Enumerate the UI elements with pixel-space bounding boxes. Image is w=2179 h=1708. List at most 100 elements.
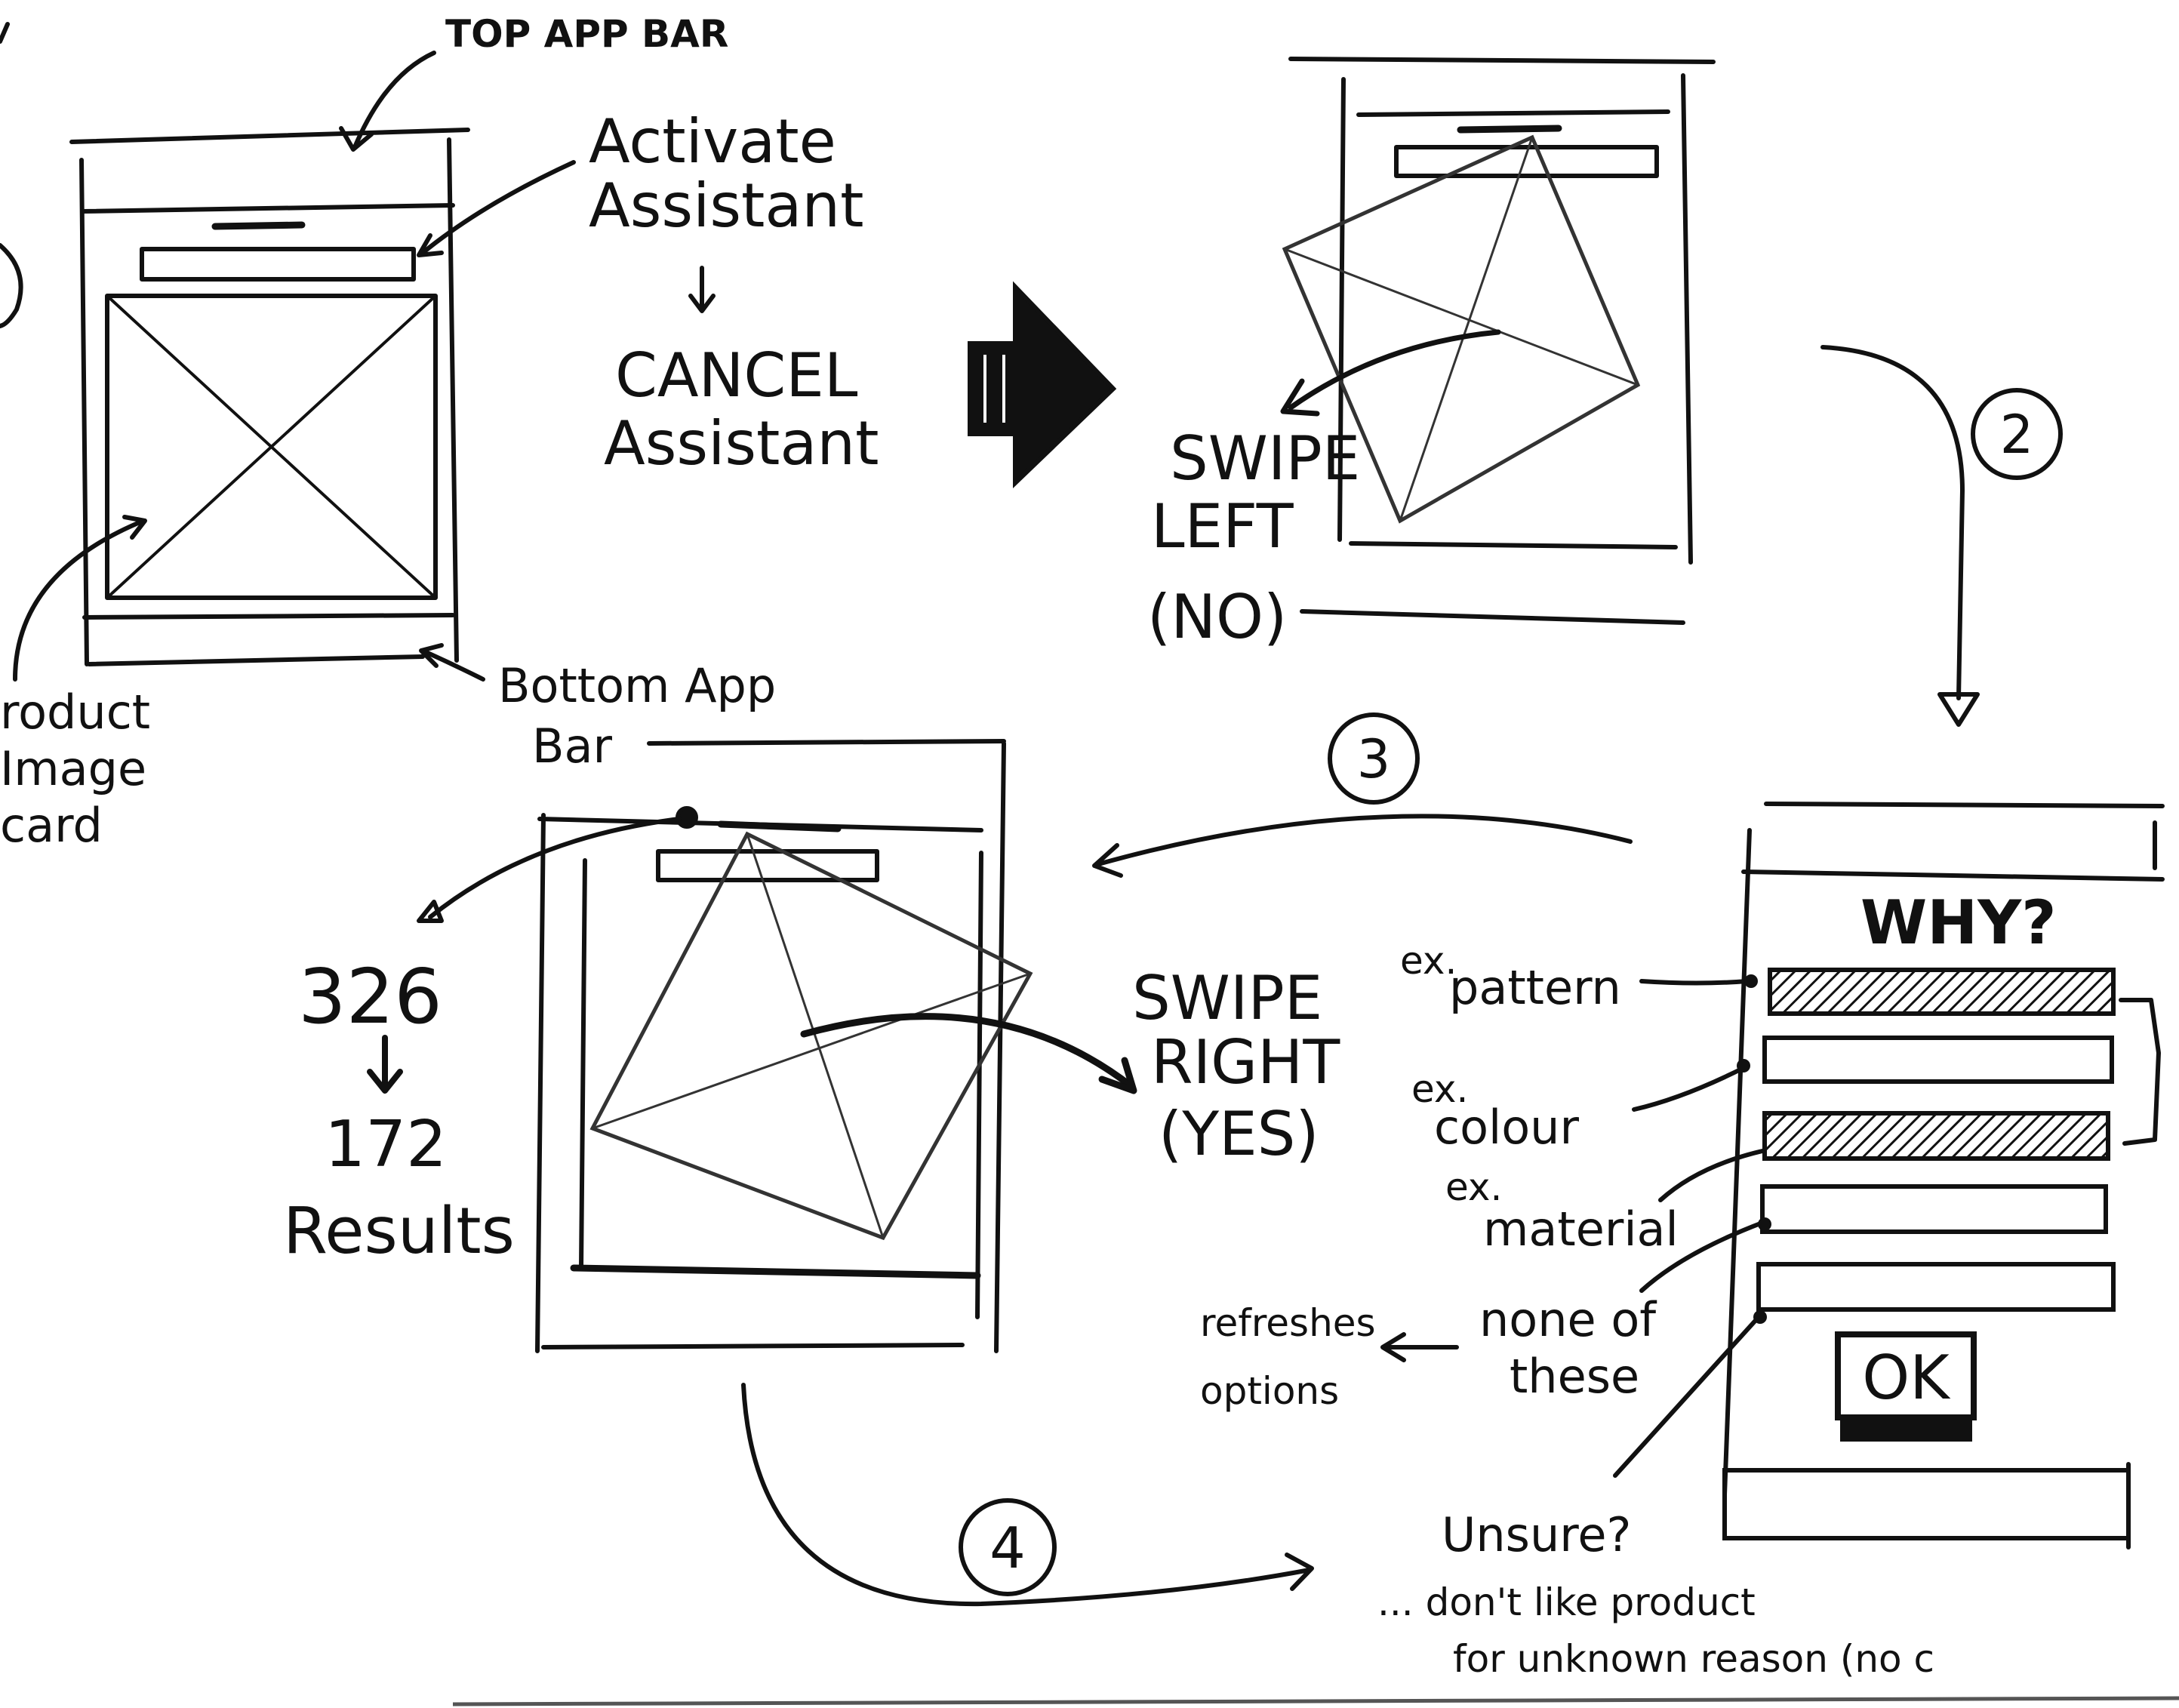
option-unsure[interactable] [1756, 1262, 2116, 1312]
top-app-bar-arrow [352, 51, 436, 149]
paper-bottom-edge [452, 1696, 2179, 1706]
option-pattern[interactable] [1768, 968, 2116, 1016]
step-4-curve [741, 1383, 1312, 1607]
phone-1-wireframe [69, 128, 470, 666]
swipe-right-arrow [800, 1013, 1136, 1091]
partial-arrow-edge [0, 22, 10, 44]
partial-circle-step-1 [0, 243, 23, 328]
phone-2-card-x-1 [1284, 248, 1639, 386]
swipe-right-label-1: SWIPE [1132, 963, 1322, 1033]
phone-1-image-x-2 [106, 294, 437, 599]
phone-1-right-edge [447, 137, 459, 663]
step-3-number: 3 [1357, 728, 1391, 790]
none-of-these-dot [1758, 1217, 1771, 1231]
product-image-card-arrowhead [122, 515, 147, 540]
results-label: Results [283, 1194, 515, 1269]
ok-button-label: OK [1862, 1343, 1951, 1413]
bottom-app-bar-label-1: Bottom App [498, 658, 776, 713]
step-2-number: 2 [2000, 404, 2034, 466]
step-2-arrowhead [1937, 692, 1980, 727]
ex-pattern-label-2: pattern [1449, 960, 1621, 1015]
phone-1-top-edge [69, 128, 470, 144]
step-2-flow: 2 [1820, 345, 2063, 727]
phone-3-left-edge [535, 813, 546, 1353]
option-material[interactable] [1762, 1111, 2110, 1161]
transition-arrow [968, 281, 1117, 489]
hatched-right-arrow [968, 281, 1117, 489]
phone-why-wireframe: WHY? [1722, 802, 2165, 1497]
phone-3-top-edge [647, 739, 1006, 746]
phone-2-right-edge [1681, 73, 1693, 565]
why-heading: WHY? [1860, 888, 2057, 958]
step-3-curve [1096, 814, 1633, 866]
activate-to-cancel-arrowhead [688, 294, 716, 313]
activate-assistant-label-1: Activate [589, 106, 836, 177]
phone-2-top-app-bar [1356, 109, 1670, 117]
phone-3-card-x-2 [592, 972, 1031, 1130]
product-image-card-label-3: card [0, 798, 103, 853]
bottom-app-bar-label-2: Bar [532, 719, 613, 774]
phone-1-assistant-bar [140, 247, 416, 282]
phone-3-card-x-1 [746, 833, 885, 1239]
phone-2-status-dash [1457, 125, 1562, 134]
refreshes-arrowhead [1380, 1332, 1406, 1362]
none-of-these-label-2: these [1510, 1349, 1639, 1404]
phone-2-swiped-card [1282, 134, 1641, 524]
top-app-bar-arrowhead [339, 126, 374, 152]
phone-1-left-edge [79, 158, 89, 666]
ex-pattern-dot [1744, 974, 1758, 988]
ok-button[interactable]: OK [1835, 1331, 1977, 1442]
unsure-note-2: for unknown reason (no c [1453, 1637, 1934, 1681]
phone-2-assistant-bar [1394, 145, 1659, 178]
options-bracket [2119, 998, 2161, 1146]
phone-3-swiped-card [589, 831, 1033, 1241]
swipe-left-arrow [1288, 329, 1501, 411]
phone-2-card-x-2 [1399, 137, 1534, 522]
ex-colour-connector [1632, 1066, 1746, 1112]
ex-material-connector [1658, 1149, 1765, 1202]
refreshes-options-label-1: refreshes [1200, 1301, 1376, 1345]
unsure-label: Unsure? [1442, 1507, 1631, 1562]
phone-3-status-dash [717, 820, 842, 832]
swipe-left-label-3: (NO) [1147, 582, 1287, 652]
swipe-left-arrowhead [1280, 378, 1320, 417]
activate-assistant-arrow [420, 160, 576, 255]
phone-3-inner-right [975, 851, 983, 1319]
why-annotations: ex. pattern ex. colour ex. material none… [1200, 939, 1934, 1681]
ex-colour-label-2: colour [1434, 1100, 1579, 1155]
phone-3-assistant-bar [656, 849, 879, 882]
step-4-number: 4 [989, 1515, 1026, 1581]
swipe-right-label-2: RIGHT [1151, 1027, 1340, 1097]
ex-material-label-2: material [1483, 1202, 1679, 1257]
phone-3-annotations: 326 172 Results SWIPE RIGHT (YES) [283, 817, 1340, 1269]
why-left-edge [1722, 828, 1752, 1497]
bottom-app-bar-arrowhead [419, 643, 444, 668]
phone-3-inner-left [579, 858, 587, 1270]
phone-3-right-edge [994, 741, 1006, 1353]
product-image-card-label-2: Image [0, 741, 146, 796]
step-4-arrowhead [1285, 1553, 1314, 1591]
phone-2-top-edge [1288, 57, 1716, 64]
activate-assistant-label-2: Assistant [589, 171, 863, 241]
ex-material-label-1: ex. [1445, 1165, 1502, 1209]
phone-1-product-image-card [105, 294, 438, 600]
unsure-dot [1753, 1310, 1767, 1324]
phone-1-bottom-app-bar [82, 613, 455, 620]
ex-colour-dot [1737, 1059, 1750, 1073]
ok-button-face [1835, 1331, 1977, 1420]
unsure-connector [1613, 1315, 1761, 1478]
unsure-note-1: ... don't like product [1377, 1580, 1756, 1624]
product-image-card-label-1: roduct [0, 685, 150, 740]
phone-3-bottom-app-bar [570, 1264, 981, 1279]
why-options: OK [1722, 968, 2161, 1550]
cancel-assistant-label-2: Assistant [604, 408, 879, 479]
why-top-edge [1764, 802, 2165, 808]
phone-2-bottom-edge [1300, 609, 1685, 625]
option-none-of-these[interactable] [1760, 1184, 2108, 1234]
step-3-arrowhead [1092, 843, 1123, 878]
swipe-left-label-2: LEFT [1151, 491, 1294, 562]
option-colour[interactable] [1762, 1036, 2114, 1084]
phone-3-tilted-card [589, 831, 1033, 1241]
results-down-arrowhead [367, 1069, 403, 1094]
phone-2-left-edge [1337, 77, 1346, 542]
